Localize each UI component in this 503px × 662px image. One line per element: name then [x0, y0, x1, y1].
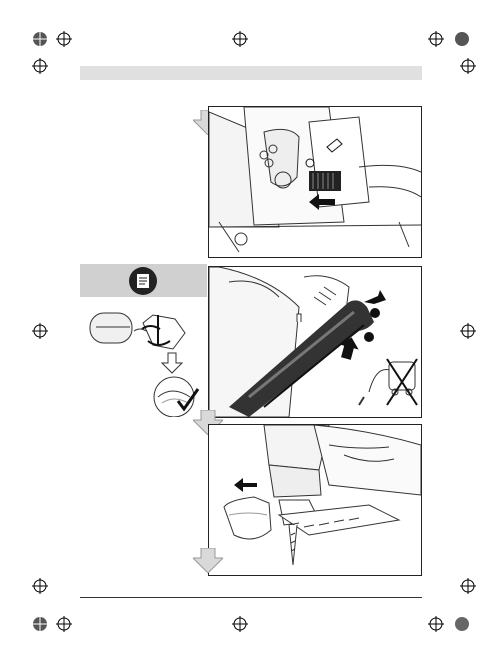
illustration-panel-guard: [208, 424, 422, 576]
splinter-guard-illustration: [89, 312, 200, 417]
no-vacuum-icon: [358, 358, 418, 406]
registration-mark-icon: [32, 578, 48, 594]
registration-mark-icon: [460, 578, 476, 594]
step-arrow-icon: [193, 548, 223, 573]
registration-mark-icon: [460, 58, 476, 74]
registration-mark-icon: [32, 323, 48, 339]
registration-mark-icon: [56, 616, 72, 632]
registration-mark-icon: [32, 58, 48, 74]
registration-mark-icon: [232, 616, 248, 632]
registration-mark-icon: [428, 616, 444, 632]
read-instructions-icon: [129, 267, 157, 295]
header-bar: [80, 66, 422, 80]
registration-mark-icon: [455, 32, 469, 46]
registration-mark-icon: [460, 323, 476, 339]
registration-mark-icon: [428, 31, 444, 47]
registration-mark-icon: [56, 31, 72, 47]
registration-mark-icon: [455, 617, 469, 631]
footer-rule: [80, 597, 422, 598]
registration-mark-icon: [33, 32, 47, 46]
registration-mark-icon: [33, 617, 47, 631]
illustration-panel-lever: [208, 106, 422, 258]
illustration-panel-vacuum: [208, 266, 422, 418]
registration-mark-icon: [232, 31, 248, 47]
